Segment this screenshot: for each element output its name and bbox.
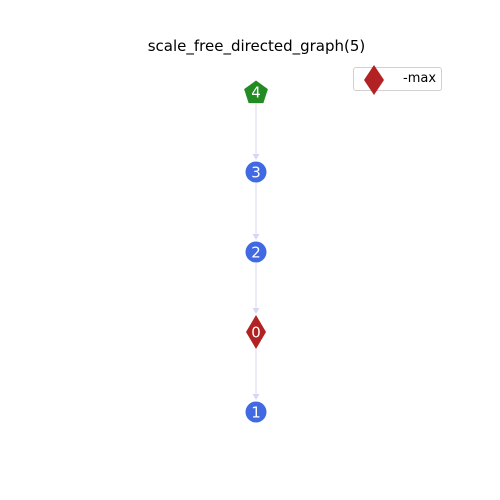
arrowhead-icon — [252, 308, 260, 314]
edges-layer — [252, 103, 260, 400]
node-label: 3 — [251, 164, 261, 182]
node-label: 0 — [251, 324, 261, 342]
node-4: 4 — [244, 80, 268, 104]
edge-0-1 — [252, 349, 260, 400]
node-2: 2 — [245, 241, 267, 263]
node-label: 4 — [251, 84, 261, 102]
node-4-pentagon-icon — [244, 80, 268, 104]
graph-title: scale_free_directed_graph(5) — [147, 37, 366, 55]
legend-label: -max — [403, 71, 437, 86]
node-label: 1 — [251, 404, 261, 422]
arrowhead-icon — [252, 394, 260, 400]
node-0-diamond-icon — [246, 315, 266, 349]
node-2-circle-icon — [245, 241, 267, 263]
diamond-icon — [364, 65, 384, 95]
arrowhead-icon — [252, 154, 260, 160]
nodes-layer: 4 3 2 0 1 — [244, 80, 268, 423]
arrowhead-icon — [252, 234, 260, 240]
node-1-circle-icon — [245, 401, 267, 423]
edge-3-2 — [252, 183, 260, 240]
edge-2-0 — [252, 263, 260, 314]
edge-4-3 — [252, 103, 260, 160]
node-0: 0 — [246, 315, 266, 349]
legend: -max — [353, 65, 442, 95]
node-3-circle-icon — [245, 161, 267, 183]
node-3: 3 — [245, 161, 267, 183]
node-label: 2 — [251, 244, 261, 262]
node-1: 1 — [245, 401, 267, 423]
